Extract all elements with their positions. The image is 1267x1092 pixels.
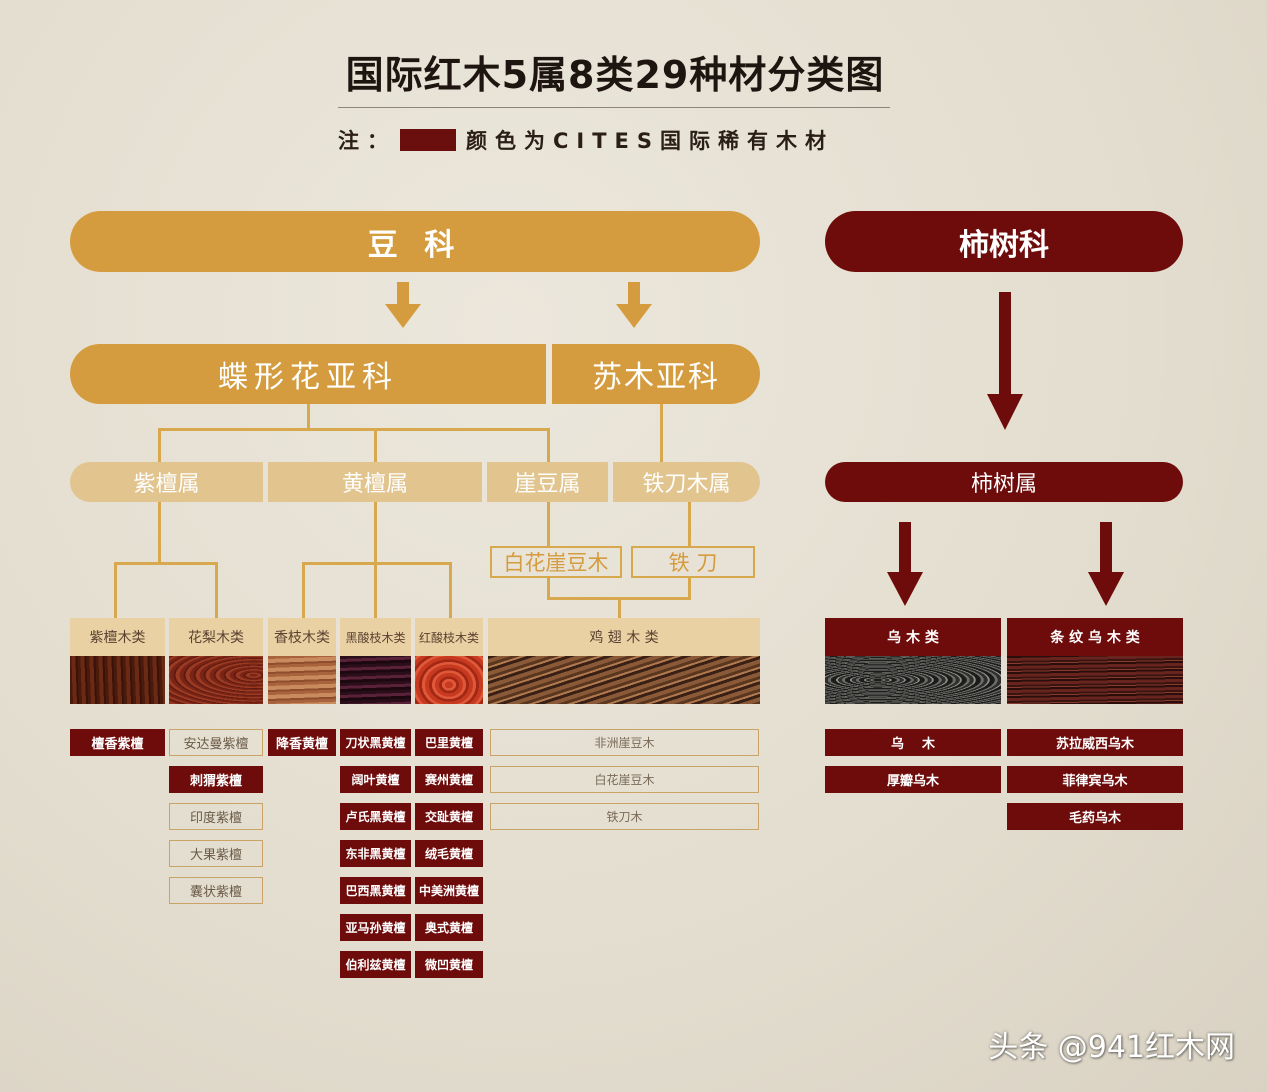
note-text: 颜色为CITES国际稀有木材 [466, 129, 835, 153]
connector [547, 578, 550, 600]
connector [374, 428, 377, 462]
connector [547, 502, 550, 548]
species-box-baihua: 白花崖豆木 [490, 546, 622, 578]
subfamily-papilionoideae: 蝶形花亚科 [70, 344, 546, 404]
species-tag-cites: 阔叶黄檀 [340, 766, 411, 793]
wood-sample-heisuanzhi [340, 656, 411, 704]
connector [307, 404, 310, 429]
connector [158, 502, 161, 564]
connector [215, 562, 218, 618]
category-jichimu: 鸡 翅 木 类 [488, 618, 760, 656]
arrow-down-icon [987, 292, 1023, 430]
connector [114, 562, 117, 618]
wood-sample-tiaowenwumu [1007, 656, 1183, 704]
species-tag-cites: 微凹黄檀 [415, 951, 483, 978]
species-tag-cites: 降香黄檀 [268, 729, 336, 756]
species-tag-cites: 东非黑黄檀 [340, 840, 411, 867]
subfamily-caesalpinioideae: 苏木亚科 [552, 344, 760, 404]
species-tag-cites: 奥式黄檀 [415, 914, 483, 941]
category-xiangzhimu: 香枝木类 [268, 618, 336, 656]
arrow-down-icon [887, 522, 923, 606]
species-tag-cites: 檀香紫檀 [70, 729, 165, 756]
species-tag-cites: 毛药乌木 [1007, 803, 1183, 830]
wood-sample-wumu [825, 656, 1001, 704]
wood-sample-hongsuanzhi [415, 656, 483, 704]
connector [302, 562, 452, 565]
category-hongsuanzhi: 红酸枝木类 [415, 618, 483, 656]
connector [547, 428, 550, 462]
species-tag: 大果紫檀 [169, 840, 263, 867]
species-tag-cites: 赛州黄檀 [415, 766, 483, 793]
connector [374, 562, 377, 618]
family-legume: 豆 科 [70, 211, 760, 272]
species-tag: 印度紫檀 [169, 803, 263, 830]
note-prefix: 注： [338, 129, 396, 153]
family-ebony: 柿树科 [825, 211, 1183, 272]
species-tag: 囊状紫檀 [169, 877, 263, 904]
species-tag-cites: 刀状黑黄檀 [340, 729, 411, 756]
connector [688, 578, 691, 600]
legend-note: 注： 颜色为CITES国际稀有木材 [338, 124, 834, 156]
cites-color-swatch [400, 129, 456, 151]
species-tag-cites: 卢氏黑黄檀 [340, 803, 411, 830]
connector [618, 597, 621, 618]
species-tag: 铁刀木 [490, 803, 759, 830]
species-tag-cites: 伯利兹黄檀 [340, 951, 411, 978]
category-zitanmu: 紫檀木类 [70, 618, 165, 656]
genus-yadou: 崖豆属 [487, 462, 608, 502]
species-tag-cites: 巴里黄檀 [415, 729, 483, 756]
arrow-down-icon [616, 282, 652, 328]
wood-sample-xiangzhimu [268, 656, 336, 704]
species-tag-cites: 亚马孙黄檀 [340, 914, 411, 941]
connector [449, 562, 452, 618]
category-tiaowenwumu: 条 纹 乌 木 类 [1007, 618, 1183, 656]
species-tag-cites: 厚瓣乌木 [825, 766, 1001, 793]
species-tag: 安达曼紫檀 [169, 729, 263, 756]
category-hualimu: 花梨木类 [169, 618, 263, 656]
species-tag-cites: 苏拉威西乌木 [1007, 729, 1183, 756]
connector [660, 404, 663, 462]
wood-sample-hualimu [169, 656, 263, 704]
genus-shishu: 柿树属 [825, 462, 1183, 502]
wood-sample-zitanmu [70, 656, 165, 704]
watermark: 头条 @941红木网 [988, 1030, 1235, 1065]
connector [302, 562, 305, 618]
arrow-down-icon [385, 282, 421, 328]
species-box-tiedao: 铁 刀 [631, 546, 755, 578]
species-tag-cites: 中美洲黄檀 [415, 877, 483, 904]
species-tag-cites: 交趾黄檀 [415, 803, 483, 830]
arrow-down-icon [1088, 522, 1124, 606]
species-tag-cites: 刺猬紫檀 [169, 766, 263, 793]
genus-tiedaomu: 铁刀木属 [613, 462, 760, 502]
species-tag: 白花崖豆木 [490, 766, 759, 793]
connector [158, 428, 161, 462]
species-tag-cites: 菲律宾乌木 [1007, 766, 1183, 793]
species-tag-cites: 巴西黑黄檀 [340, 877, 411, 904]
category-wumu: 乌 木 类 [825, 618, 1001, 656]
genus-huangtan: 黄檀属 [268, 462, 482, 502]
title-divider [338, 107, 890, 108]
connector [688, 502, 691, 548]
species-tag: 非洲崖豆木 [490, 729, 759, 756]
species-tag-cites: 乌 木 [825, 729, 1001, 756]
species-tag-cites: 绒毛黄檀 [415, 840, 483, 867]
wood-sample-jichimu [488, 656, 760, 704]
category-heisuanzhi: 黑酸枝木类 [340, 618, 411, 656]
connector [114, 562, 218, 565]
connector [158, 428, 550, 431]
genus-zitan: 紫檀属 [70, 462, 263, 502]
connector [374, 502, 377, 564]
page-title: 国际红木5属8类29种材分类图 [345, 53, 885, 97]
